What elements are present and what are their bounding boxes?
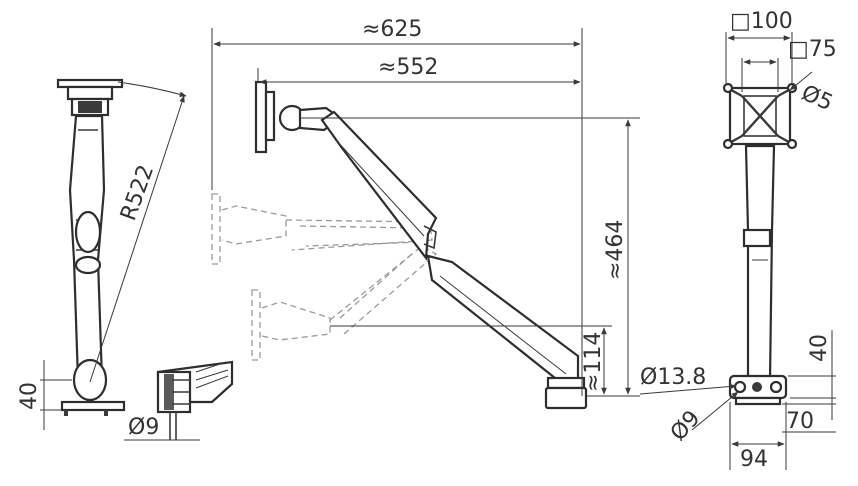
back-view: □100 □75 Ø5 40 70 94 Ø13.8 Ø9 [639, 9, 837, 472]
radius-label: R522 [116, 162, 159, 224]
height-label: ≈464 [603, 220, 628, 280]
total-reach-label: ≈625 [362, 17, 422, 42]
pole-back [744, 144, 776, 382]
vesa-plate-back [722, 82, 798, 150]
base-width-label: 94 [740, 447, 768, 472]
monitor-plate [254, 80, 268, 154]
base-depth-label: 70 [786, 409, 814, 434]
bolt-diameter-label: Ø9 [128, 415, 159, 440]
low-offset-label: ≈114 [581, 332, 606, 392]
arm-view: ≈625 ≈552 ≈464 ≈114 [211, 17, 640, 410]
upper-arm [320, 110, 438, 261]
vesa-hole-label: Ø5 [798, 81, 837, 117]
vesa-inner-label: □75 [788, 37, 837, 62]
base-height-back-label: 40 [807, 334, 832, 362]
arm-base-clamp [544, 386, 588, 410]
clamp-hole-label: Ø13.8 [640, 365, 706, 390]
clamp-detail: Ø9 [124, 360, 234, 441]
clamp-bolt-label: Ø9 [666, 406, 706, 446]
base-side [60, 400, 126, 412]
vesa-outer-label: □100 [730, 9, 793, 34]
lower-arm [426, 254, 580, 384]
ghost-positions [211, 193, 438, 361]
arm-reach-label: ≈552 [378, 55, 438, 80]
base-height-side-label: 40 [17, 382, 42, 410]
